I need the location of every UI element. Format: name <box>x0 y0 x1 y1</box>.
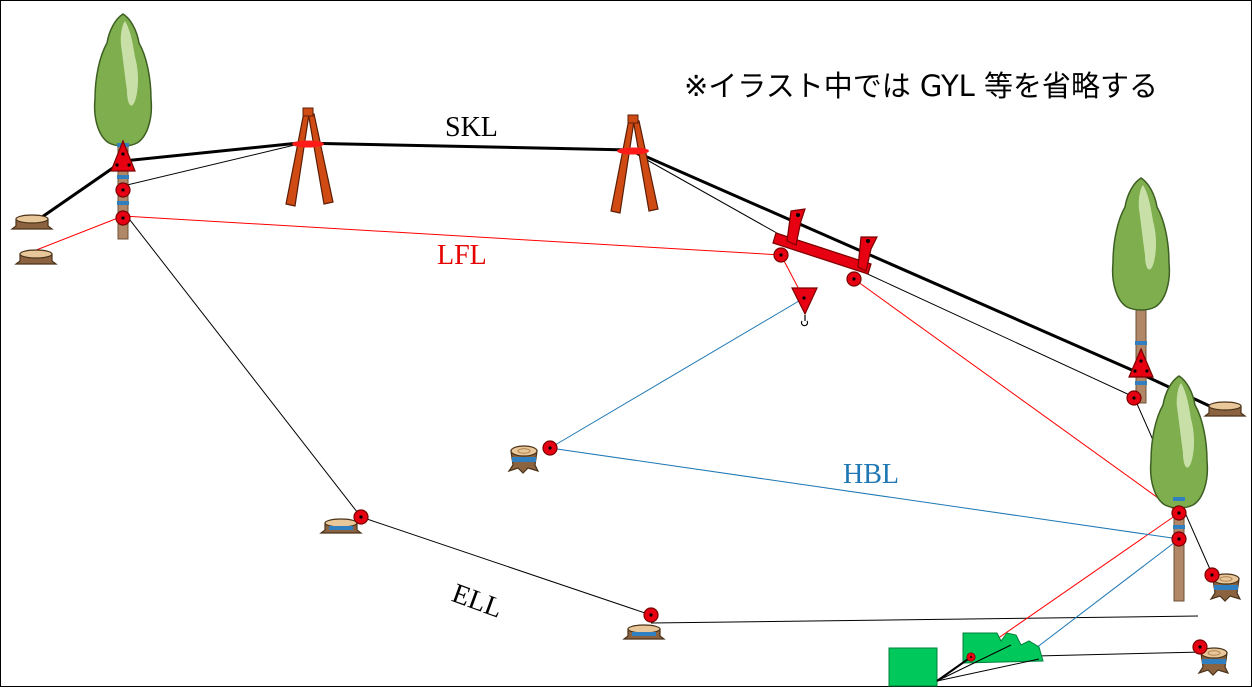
yarder <box>888 632 1044 687</box>
skyline-cable <box>28 141 1217 411</box>
label-skl: SKL <box>445 112 498 143</box>
right-lower-stump-upper <box>1204 567 1241 602</box>
support-tower-left <box>285 107 334 207</box>
right-anchor-stump <box>1204 401 1246 417</box>
label-lfl: LFL <box>437 240 487 271</box>
ell-corner-stump <box>320 509 369 534</box>
left-spar-tree <box>93 13 153 240</box>
right-lower-tree <box>1149 375 1209 602</box>
haulback-corner-stump <box>508 440 558 474</box>
right-lower-stump-lower <box>1192 639 1229 676</box>
carriage <box>772 208 878 327</box>
right-tail-tree <box>1111 177 1171 406</box>
haulback-line <box>549 297 1180 662</box>
note-text: ※イラスト中では GYL 等を省略する <box>684 69 1159 103</box>
lift-line <box>20 215 1180 658</box>
left-stump-lower <box>15 249 57 265</box>
ell-middle-stump <box>623 607 665 640</box>
label-hbl: HBL <box>843 459 899 490</box>
left-stump-upper <box>11 214 53 230</box>
support-tower-right <box>610 114 659 214</box>
thin-black-lines <box>122 143 1214 657</box>
